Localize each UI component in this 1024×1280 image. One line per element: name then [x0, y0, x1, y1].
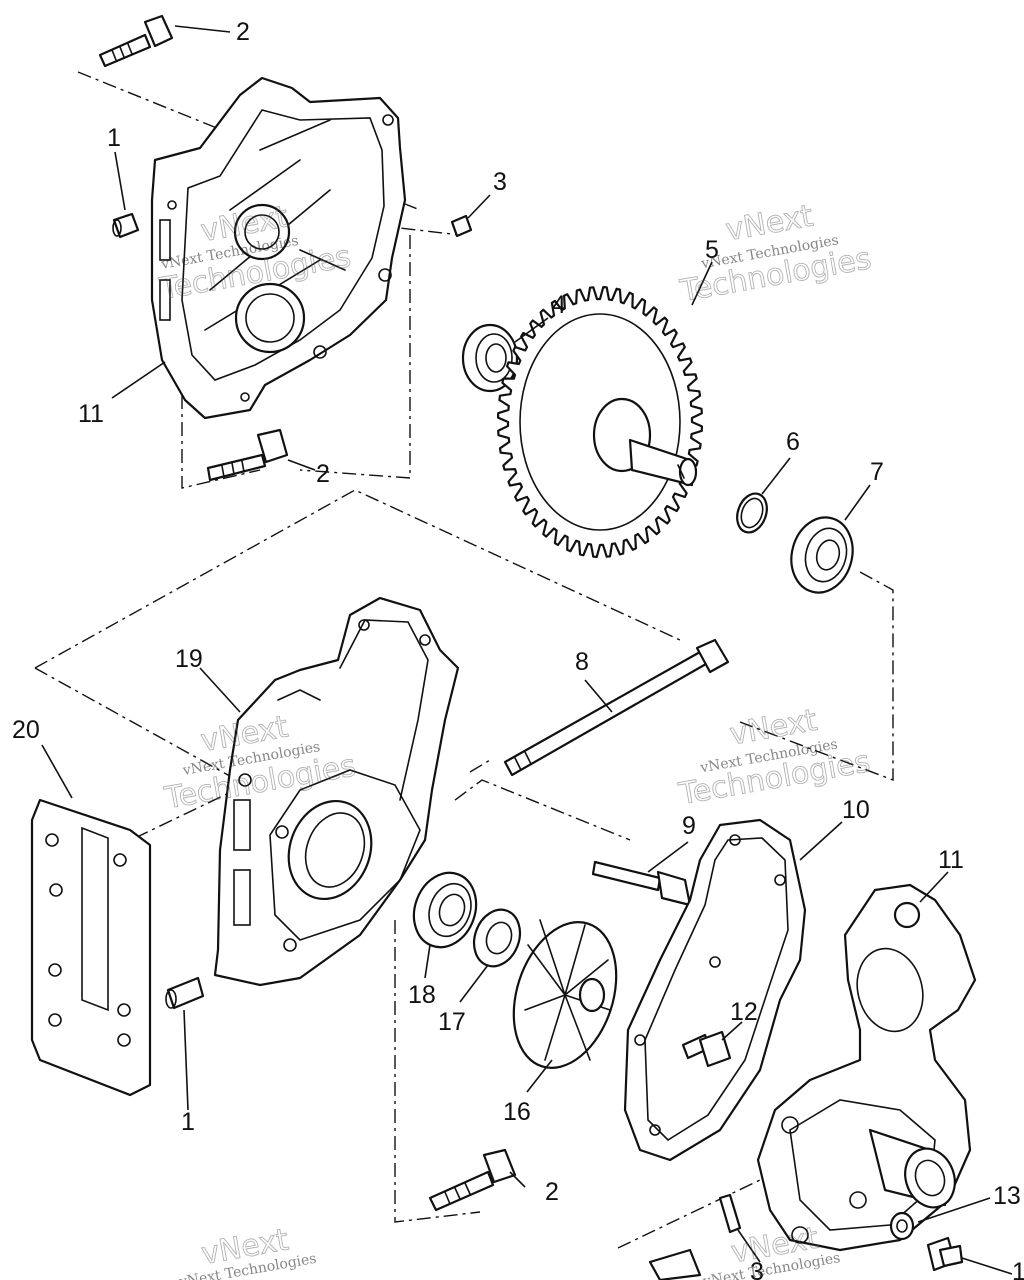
dowel-pin-bottom: [648, 1193, 742, 1280]
callout-11-pump-cover: 11: [938, 846, 964, 874]
bolt-bottom: [428, 1148, 517, 1212]
callout-4-bearing: 4: [552, 291, 566, 319]
bolt-top: [98, 14, 174, 68]
callout-16-impeller: 16: [503, 1098, 531, 1126]
callout-5-gear: 5: [705, 236, 719, 264]
callout-19-housing: 19: [175, 645, 203, 673]
bolt-9: [591, 860, 692, 907]
callout-9-bolt: 9: [682, 812, 696, 840]
callout-10-gasket: 10: [842, 796, 870, 824]
gasket-10: [623, 818, 807, 1162]
callout-13-washer: 13: [993, 1182, 1021, 1210]
o-ring-6: [736, 492, 768, 534]
callout-labels: 2 1 3 5 4 11 2 6 7 8 19 20 9 10 11 18 17…: [12, 18, 1024, 1280]
gasket-20: [30, 798, 152, 1097]
pump-housing: [213, 596, 460, 987]
pump-outer-cover: [756, 883, 977, 1252]
callout-6-o-ring: 6: [786, 428, 800, 456]
callout-1-bottom-bolt: 1: [1012, 1258, 1024, 1280]
leader-lines: [41, 25, 1013, 1275]
callout-1-upper-pin: 1: [107, 124, 121, 152]
callout-3-bottom-pin: 3: [750, 1258, 764, 1280]
callout-7-bearing: 7: [870, 458, 884, 486]
dowel-pins-top: [112, 212, 473, 239]
washer-13: [889, 1211, 915, 1241]
callout-1-lower-pin: 1: [181, 1108, 195, 1136]
callout-18-seal: 18: [408, 981, 436, 1009]
impeller-16: [512, 919, 618, 1069]
callout-3-upper-pin: 3: [493, 168, 507, 196]
seal-18: [412, 871, 478, 949]
callout-8-stud: 8: [575, 648, 589, 676]
upper-gear-cover: [150, 76, 407, 420]
bearing-4: [461, 323, 519, 393]
callout-12-bolt: 12: [730, 998, 758, 1026]
bearing-7: [790, 516, 854, 594]
bolt-bottom-right: [926, 1236, 964, 1272]
callout-2-cover-bolt: 2: [316, 460, 330, 488]
callout-11-upper-cover: 11: [78, 400, 104, 428]
dowel-pin-lower: [165, 976, 205, 1010]
callout-2-bottom-bolt: 2: [545, 1178, 559, 1206]
long-stud-8: [503, 638, 730, 777]
bolt-cover-lower: [206, 428, 289, 482]
callout-17-washer: 17: [438, 1008, 466, 1036]
drive-gear: [497, 286, 703, 558]
washer-17: [472, 908, 522, 968]
callout-20-gasket: 20: [12, 716, 40, 744]
callout-2-top: 2: [236, 18, 250, 46]
